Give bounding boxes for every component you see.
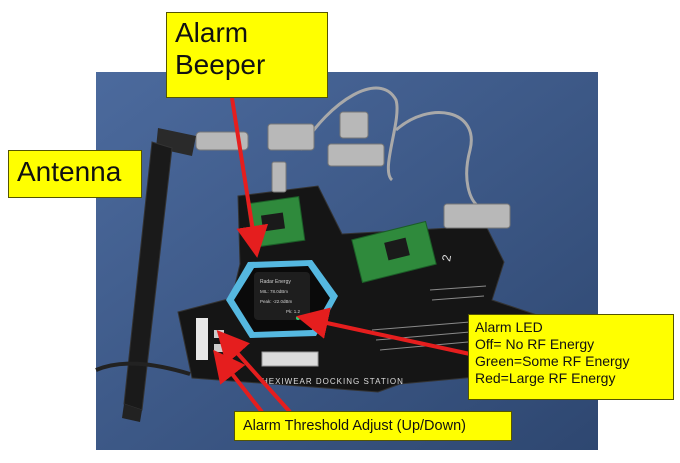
- watch-screen-line2: Peak: -22.0dBm: [260, 299, 293, 304]
- sma-connectors: [195, 111, 511, 229]
- arrow-threshold-up: [216, 330, 292, 414]
- callout-alarm-led: Alarm LED Off= No RF Energy Green=Some R…: [468, 314, 674, 400]
- click-board-right-chip: [384, 237, 410, 261]
- click-board-left-chip: [260, 212, 286, 232]
- watch-screen-title: Radar Energy: [260, 279, 291, 285]
- callout-alarm-beeper-line2: Beeper: [175, 49, 266, 81]
- watch-screen-line1: MIL: 78.0dBm: [260, 289, 288, 294]
- arrow-led: [296, 307, 471, 356]
- callout-alarm-led-red: Red=Large RF Energy: [475, 370, 616, 387]
- watch-screen-line3: Pk: 1.2: [286, 309, 301, 314]
- callout-alarm-threshold: Alarm Threshold Adjust (Up/Down): [234, 411, 512, 441]
- arrow-threshold-down: [213, 349, 264, 414]
- button-down: [214, 344, 224, 352]
- pin-header: [261, 351, 319, 367]
- callout-alarm-beeper: Alarm Beeper: [166, 12, 328, 98]
- callout-arrows: [213, 97, 471, 414]
- antenna-icon: [122, 128, 196, 422]
- callout-alarm-led-green: Green=Some RF Energy: [475, 353, 630, 370]
- callout-antenna: Antenna: [8, 150, 142, 198]
- usb-cable: [95, 361, 191, 376]
- callout-alarm-led-title: Alarm LED: [475, 319, 543, 335]
- dock-number-label: 2: [439, 253, 454, 262]
- callout-alarm-beeper-line1: Alarm: [175, 17, 249, 48]
- watch-led: [296, 316, 300, 320]
- arrow-beeper: [230, 97, 269, 258]
- switch-block: [196, 318, 208, 360]
- dock-station-label: HEXIWEAR DOCKING STATION: [262, 377, 404, 386]
- rf-cables: [298, 86, 480, 208]
- callout-alarm-led-off: Off= No RF Energy: [475, 336, 595, 353]
